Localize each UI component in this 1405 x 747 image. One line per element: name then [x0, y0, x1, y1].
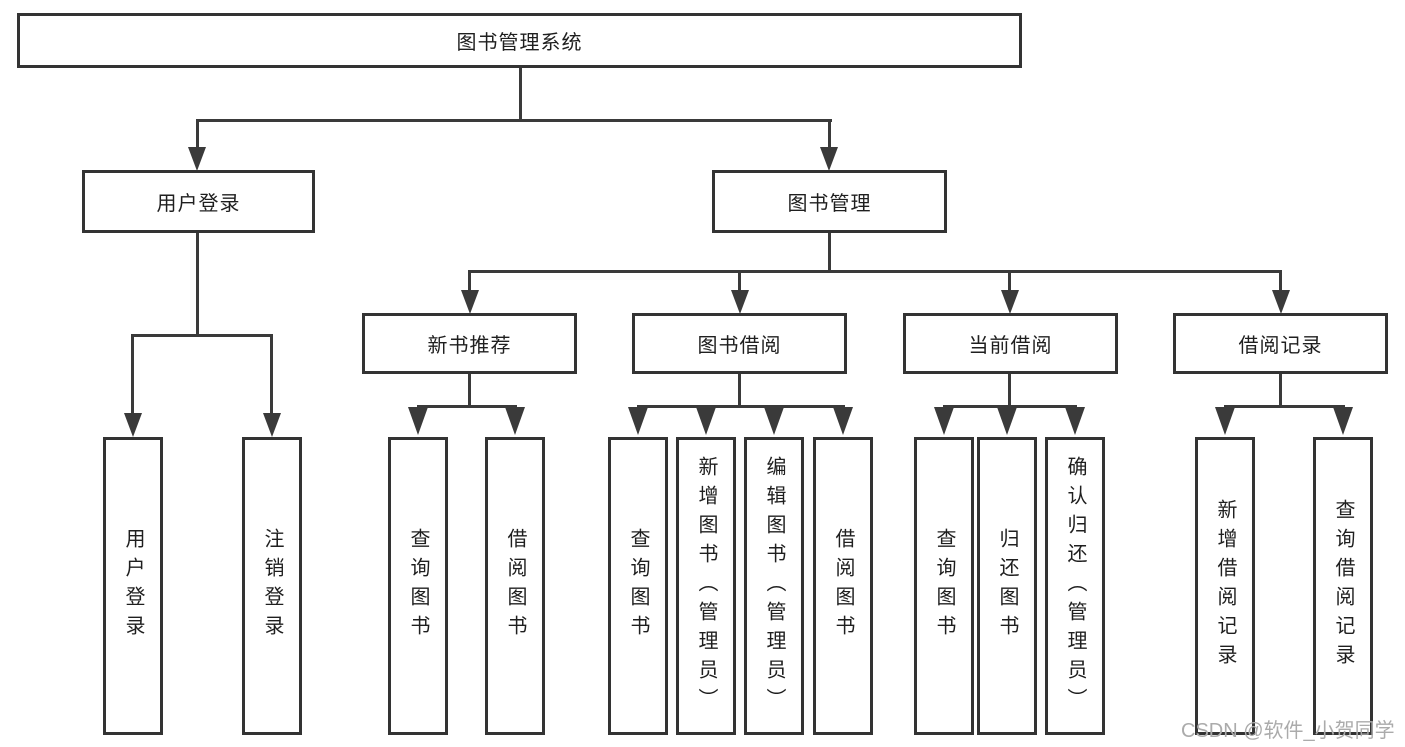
- arrowhead-down-icon: [461, 290, 479, 314]
- arrowhead-down-icon: [408, 407, 428, 435]
- connector-line: [196, 233, 199, 336]
- connector-line: [270, 334, 273, 415]
- leaf-return-book: 归还图书: [977, 437, 1037, 735]
- connector-line: [1008, 374, 1011, 408]
- connector-line: [738, 374, 741, 408]
- arrowhead-down-icon: [1333, 407, 1353, 435]
- leaf-logout: 注销登录: [242, 437, 302, 735]
- connector-line: [637, 405, 845, 408]
- arrowhead-down-icon: [1215, 407, 1235, 435]
- connector-line: [196, 119, 199, 149]
- arrowhead-down-icon: [934, 407, 954, 435]
- node-book-management: 图书管理: [712, 170, 947, 233]
- connector-line: [468, 270, 1282, 273]
- arrowhead-down-icon: [1001, 290, 1019, 314]
- node-library-management-system: 图书管理系统: [17, 13, 1022, 68]
- leaf-add-borrow-record: 新增借阅记录: [1195, 437, 1255, 735]
- arrowhead-down-icon: [188, 147, 206, 171]
- leaf-query-books-2: 查询图书: [608, 437, 668, 735]
- leaf-query-books-1: 查询图书: [388, 437, 448, 735]
- watermark: CSDN @软件_小贺同学: [1181, 720, 1395, 742]
- leaf-confirm-return-admin: 确认归还（管理员）: [1045, 437, 1105, 735]
- arrowhead-down-icon: [997, 407, 1017, 435]
- arrowhead-down-icon: [1272, 290, 1290, 314]
- arrowhead-down-icon: [696, 407, 716, 435]
- arrowhead-down-icon: [263, 413, 281, 437]
- arrowhead-down-icon: [628, 407, 648, 435]
- node-user-login: 用户登录: [82, 170, 315, 233]
- leaf-edit-book-admin: 编辑图书（管理员）: [744, 437, 804, 735]
- leaf-user-login: 用户登录: [103, 437, 163, 735]
- connector-line: [468, 270, 471, 292]
- connector-line: [519, 68, 522, 122]
- arrowhead-down-icon: [1065, 407, 1085, 435]
- arrowhead-down-icon: [124, 413, 142, 437]
- connector-line: [943, 405, 1077, 408]
- node-current-borrowing: 当前借阅: [903, 313, 1118, 374]
- connector-line: [468, 374, 471, 408]
- connector-line: [738, 270, 741, 292]
- leaf-add-book-admin: 新增图书（管理员）: [676, 437, 736, 735]
- node-borrowing-records: 借阅记录: [1173, 313, 1388, 374]
- connector-line: [1008, 270, 1011, 292]
- connector-line: [131, 334, 134, 415]
- arrowhead-down-icon: [731, 290, 749, 314]
- connector-line: [828, 119, 831, 149]
- leaf-query-borrow-record: 查询借阅记录: [1313, 437, 1373, 735]
- arrowhead-down-icon: [505, 407, 525, 435]
- leaf-borrow-books-2: 借阅图书: [813, 437, 873, 735]
- connector-line: [1279, 270, 1282, 292]
- node-book-borrowing: 图书借阅: [632, 313, 847, 374]
- node-new-book-recommendation: 新书推荐: [362, 313, 577, 374]
- connector-line: [196, 119, 832, 122]
- connector-line: [1279, 374, 1282, 408]
- connector-line: [828, 233, 831, 273]
- arrowhead-down-icon: [833, 407, 853, 435]
- arrowhead-down-icon: [764, 407, 784, 435]
- leaf-borrow-books-1: 借阅图书: [485, 437, 545, 735]
- connector-line: [131, 334, 273, 337]
- connector-line: [417, 405, 517, 408]
- connector-line: [1224, 405, 1345, 408]
- arrowhead-down-icon: [820, 147, 838, 171]
- leaf-query-books-3: 查询图书: [914, 437, 974, 735]
